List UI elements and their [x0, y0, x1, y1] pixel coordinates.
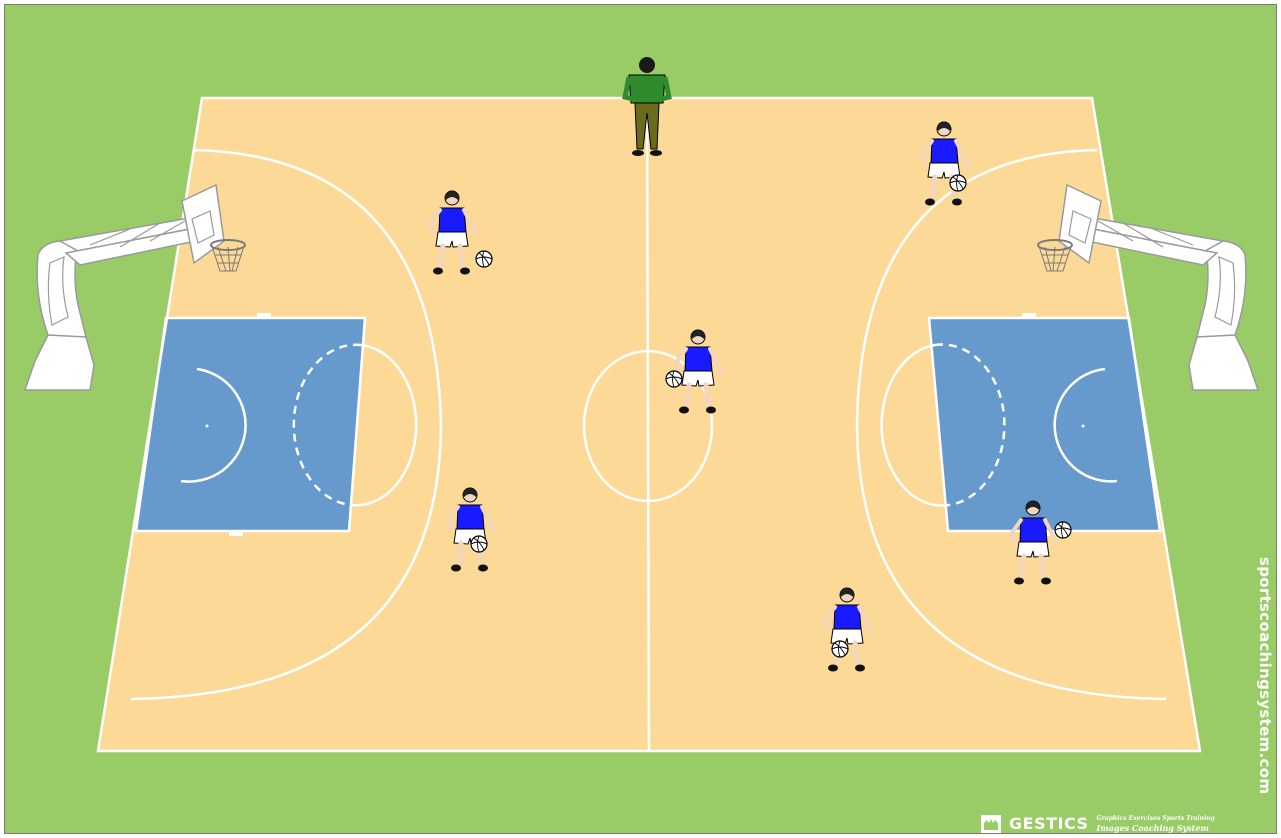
ball-icon [471, 536, 487, 552]
ball-icon [950, 175, 966, 191]
brand-tagline-2: Images Coaching System [1097, 823, 1215, 833]
brand-tagline-1: Graphics Exercises Sports Training [1097, 815, 1215, 823]
diagram-canvas: sportscoachingsystem.com GESTICS Graphic… [4, 4, 1277, 834]
ball-icon [832, 641, 848, 657]
watermark-text: sportscoachingsystem.com [1256, 557, 1274, 794]
brand-name: GESTICS [1009, 814, 1089, 833]
left-basket-spot [206, 425, 209, 428]
ball-icon [476, 251, 492, 267]
ball-icon [1055, 522, 1071, 538]
court-diagram [5, 5, 1277, 834]
ball-icon [666, 371, 682, 387]
brand-footer: GESTICS Graphics Exercises Sports Traini… [981, 814, 1215, 833]
right-basket-spot [1082, 425, 1085, 428]
brand-tagline: Graphics Exercises Sports Training Image… [1097, 815, 1215, 833]
gestics-logo-icon [981, 815, 1001, 833]
